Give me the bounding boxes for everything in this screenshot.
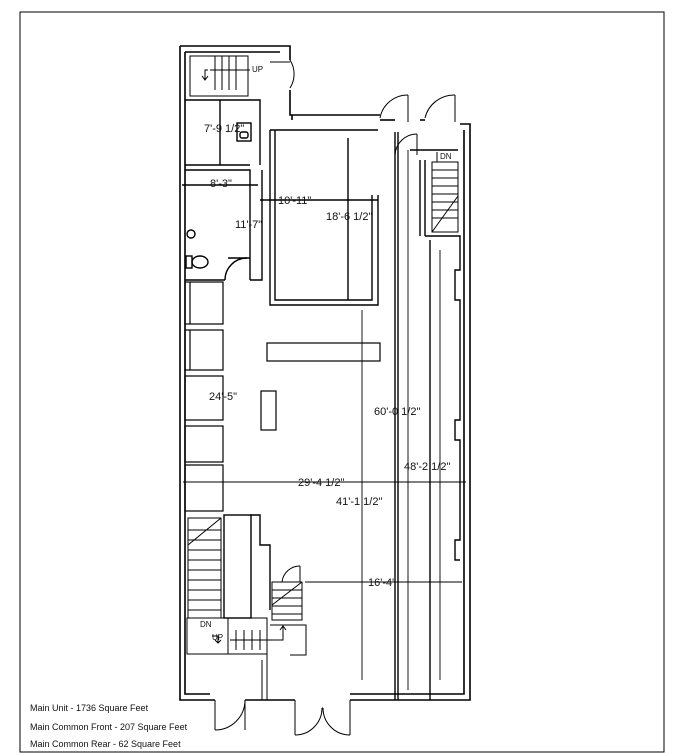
stair-dn-label-bottom: DN (200, 620, 212, 629)
dimension-lines (183, 150, 466, 690)
dimension-corridor-length: 48'-2 1/2" (404, 461, 450, 473)
dimension-front-width: 16'-4" (368, 577, 396, 589)
legend-common-front: Main Common Front - 207 Square Feet (30, 722, 188, 732)
page-border (19, 11, 665, 753)
legend-main-unit: Main Unit - 1736 Square Feet (30, 703, 149, 713)
dimension-total-length: 60'-0 1/2" (374, 406, 420, 418)
dimension-left-section: 24'-5" (209, 391, 237, 403)
legend-common-rear: Main Common Rear - 62 Square Feet (30, 739, 181, 749)
dimension-washroom-depth: 11'-7" (235, 219, 262, 231)
bathroom (185, 99, 261, 166)
front-stairs (186, 514, 307, 700)
dimension-bathroom: 7'-9 1/2" (204, 123, 244, 135)
building-outline (179, 45, 471, 701)
column-fixture (260, 390, 277, 431)
front-doors (214, 699, 351, 736)
left-alcoves (184, 281, 224, 512)
stair-up-label-top: UP (252, 65, 263, 74)
washroom (182, 169, 263, 281)
right-corridor (394, 132, 461, 700)
dimension-main-width: 29'-4 1/2" (298, 477, 344, 489)
dimension-washroom-width: 8'-3" (210, 178, 232, 190)
rear-doors (379, 94, 456, 156)
dimension-main-length: 41'-1 1/2" (336, 496, 382, 508)
right-stair (431, 152, 459, 233)
office-room (260, 129, 379, 306)
counter-fixture (266, 342, 381, 362)
stair-dn-label-right: DN (440, 152, 452, 161)
dimension-office-width: 10'-11" (278, 195, 311, 207)
dimension-office-depth: 18'-6 1/2" (326, 211, 372, 223)
stair-up-label-bottom: UP (212, 633, 223, 642)
rear-stair (189, 55, 295, 97)
